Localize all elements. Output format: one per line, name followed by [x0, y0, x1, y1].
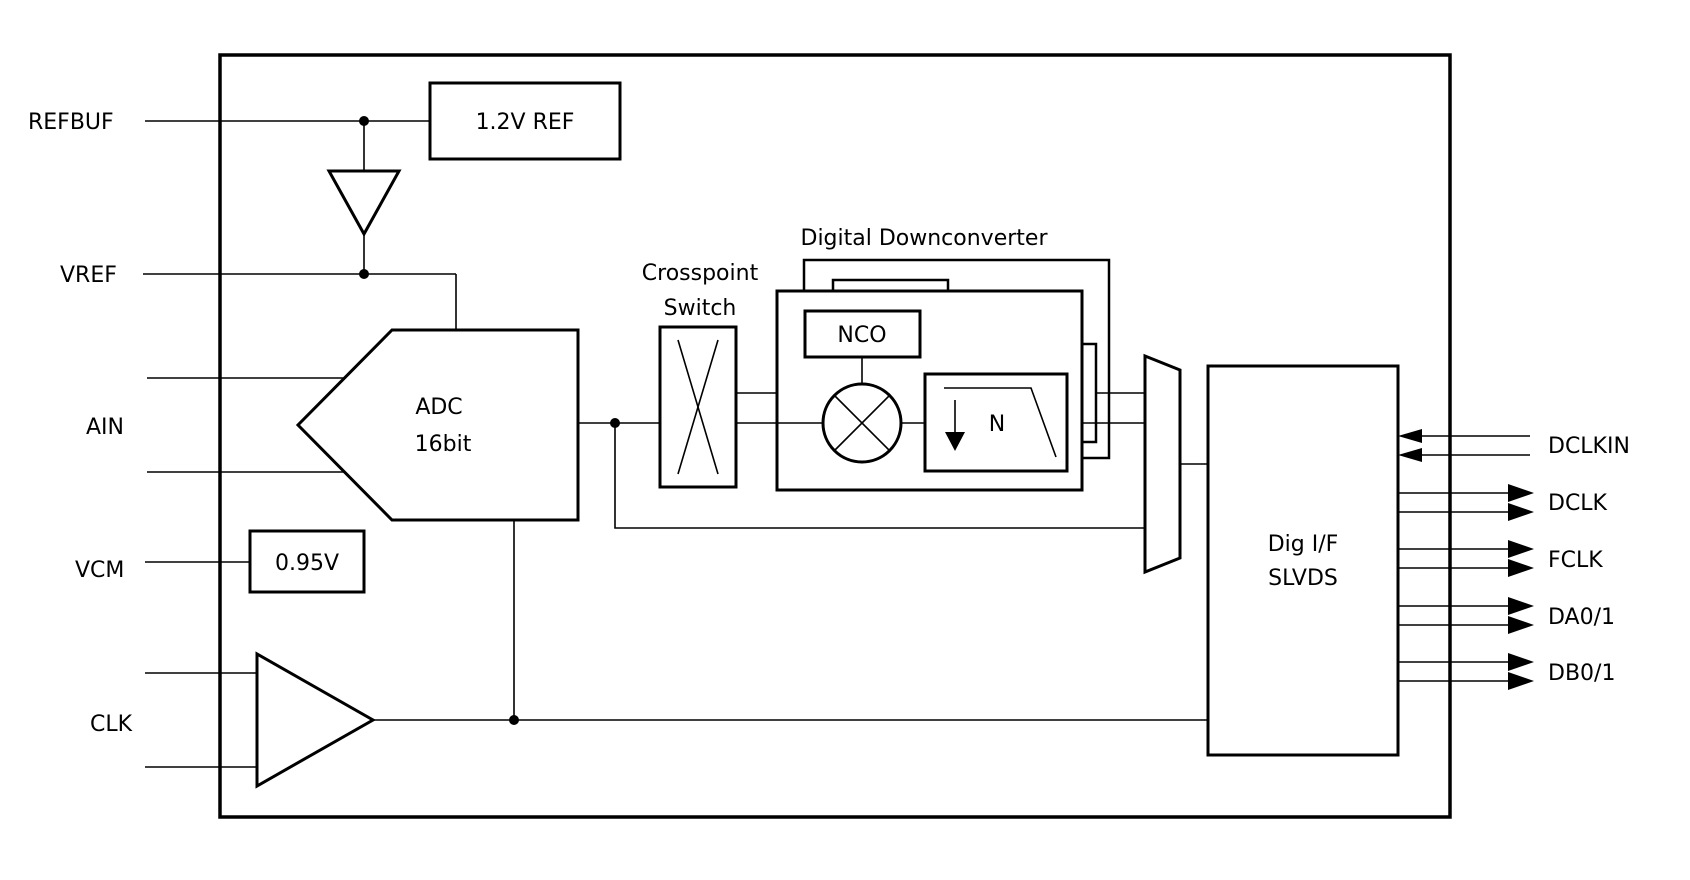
decimation-down-arrow-icon	[945, 432, 965, 451]
clock-buffer-amplifier	[255, 651, 377, 789]
decimation-filter-block	[923, 372, 1069, 473]
da-n-arrow-icon	[1508, 616, 1534, 634]
lowpass-response-icon	[944, 387, 1057, 458]
digif-label-line1: Dig I/F	[1268, 532, 1339, 557]
fclk-n-arrow-icon	[1508, 559, 1534, 577]
nco-label: NCO	[837, 323, 886, 348]
decimation-factor-label: N	[989, 412, 1005, 437]
dclkin-p-arrow-icon	[1398, 429, 1422, 443]
ref-1v2-block	[428, 81, 622, 161]
dclkin-n-arrow-icon	[1398, 448, 1422, 462]
digital-interface-block	[1206, 364, 1400, 757]
pin-label-dclk: DCLK	[1548, 491, 1608, 516]
ref-1v2-label: 1.2V REF	[476, 110, 575, 135]
adc-label-line2: 16bit	[415, 432, 472, 457]
pin-label-vcm: VCM	[75, 558, 124, 583]
nco-block	[803, 309, 922, 359]
pin-label-vref: VREF	[60, 263, 117, 288]
dclk-n-arrow-icon	[1508, 503, 1534, 521]
vcm-block-label: 0.95V	[275, 551, 339, 576]
adc-block	[295, 328, 580, 522]
adc-label-line1: ADC	[415, 395, 462, 420]
da-p-arrow-icon	[1508, 597, 1534, 615]
db-n-arrow-icon	[1508, 672, 1534, 690]
pin-label-clk: CLK	[90, 712, 133, 737]
ddc-title: Digital Downconverter	[801, 226, 1049, 251]
fclk-p-arrow-icon	[1508, 540, 1534, 558]
dclk-p-arrow-icon	[1508, 484, 1534, 502]
db-p-arrow-icon	[1508, 653, 1534, 671]
pin-label-refbuf: REFBUF	[28, 110, 114, 135]
pin-label-db01: DB0/1	[1548, 661, 1615, 686]
clock-node	[509, 715, 519, 725]
ddc-stack-side	[1080, 342, 1098, 444]
pin-label-da01: DA0/1	[1548, 605, 1615, 630]
output-mux	[1143, 353, 1182, 575]
pin-label-dclkin: DCLKIN	[1548, 434, 1630, 459]
mixer-cross-b	[833, 394, 891, 452]
vcm-block	[248, 529, 366, 594]
vref-node	[359, 269, 369, 279]
pin-label-fclk: FCLK	[1548, 548, 1603, 573]
crosspoint-label-line2: Switch	[664, 296, 737, 321]
digif-label-line2: SLVDS	[1268, 566, 1338, 591]
crosspoint-cross-b	[677, 339, 719, 475]
bypass-to-mux-wire	[614, 423, 1145, 529]
reference-buffer-amplifier	[326, 169, 402, 238]
pin-label-ain: AIN	[86, 415, 124, 440]
crosspoint-label-line1: Crosspoint	[642, 261, 759, 286]
